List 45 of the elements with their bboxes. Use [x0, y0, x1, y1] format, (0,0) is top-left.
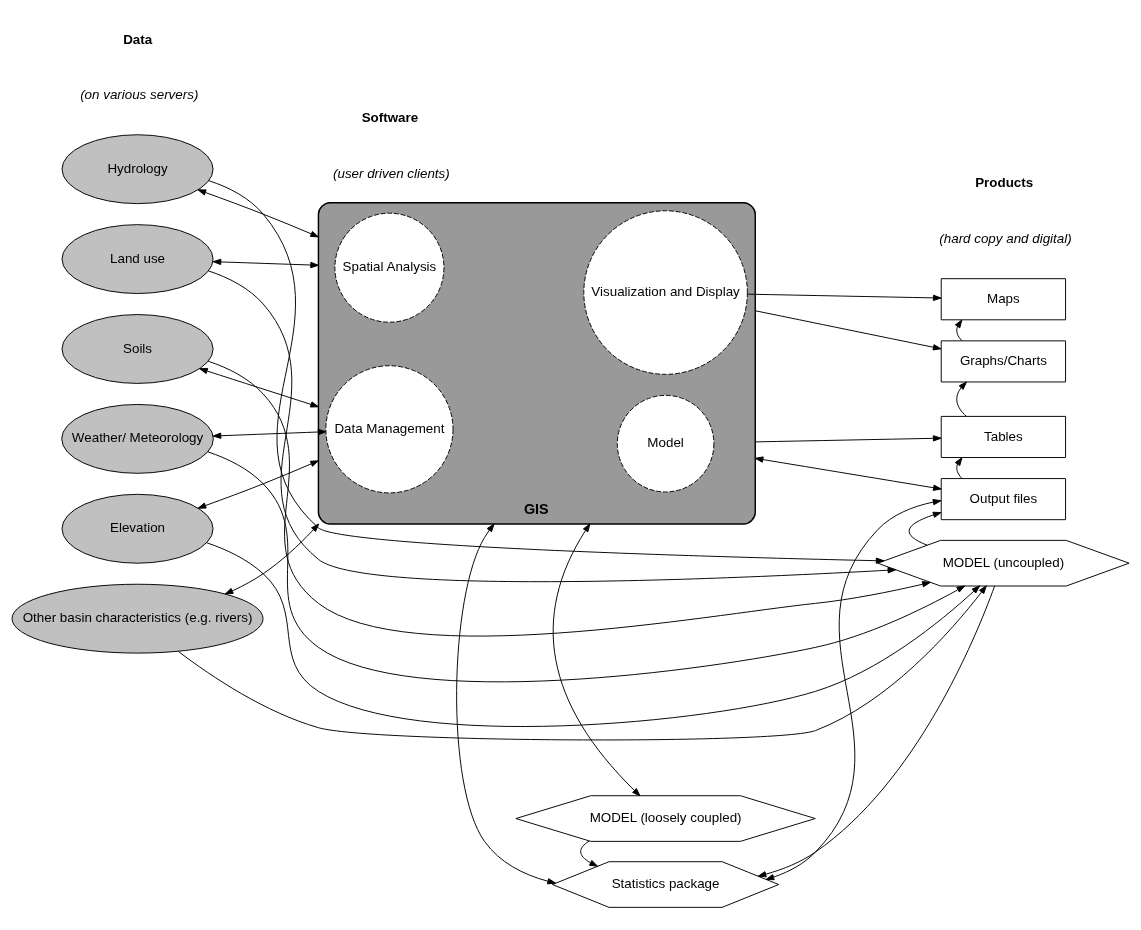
node-ellipse: Other basin characteristics (e.g. rivers)	[11, 583, 264, 654]
label: (on various servers)	[80, 86, 199, 102]
node-box: Graphs/Charts	[940, 339, 1067, 382]
label: Products	[975, 174, 1034, 190]
arrow	[552, 523, 641, 796]
node-box: Output files	[940, 477, 1067, 520]
arrow	[954, 319, 963, 341]
arrow	[908, 511, 942, 546]
arrow	[197, 459, 319, 509]
label: Data	[123, 31, 153, 47]
node-ellipse: Elevation	[61, 493, 214, 564]
node-box: Maps	[940, 277, 1067, 320]
arrow	[954, 456, 963, 479]
arrow	[754, 455, 942, 491]
node-ellipse: Weather/ Meteorology	[61, 403, 214, 474]
node-ellipse: Land use	[61, 223, 214, 294]
node-box: Tables	[940, 415, 1067, 458]
label: (user driven clients)	[333, 165, 450, 181]
node-circle: Model	[616, 394, 715, 492]
arrow	[757, 584, 996, 877]
arrow	[754, 309, 942, 350]
arrow	[199, 367, 319, 407]
label: (hard copy and digital)	[939, 230, 1072, 246]
arrow	[747, 293, 942, 301]
arrow	[197, 188, 319, 237]
arrow	[212, 258, 319, 268]
arrow	[212, 428, 327, 439]
node-circle: Visualization and Display	[583, 209, 748, 375]
arrow	[956, 381, 967, 417]
node-circle: Data Management	[325, 364, 454, 493]
arrow	[208, 269, 897, 582]
arrow	[224, 523, 320, 594]
label: Software	[361, 109, 419, 125]
arrow	[208, 179, 885, 564]
arrow	[207, 450, 966, 682]
arrow	[206, 541, 981, 727]
node-ellipse: Hydrology	[61, 133, 214, 204]
arrow	[177, 584, 987, 740]
arrow	[580, 840, 598, 867]
arrow	[765, 498, 942, 880]
arrow	[456, 523, 556, 884]
node-ellipse: Soils	[61, 313, 214, 384]
node-circle: Spatial Analysis	[334, 212, 445, 323]
arrow	[207, 360, 931, 636]
arrow	[754, 434, 942, 442]
